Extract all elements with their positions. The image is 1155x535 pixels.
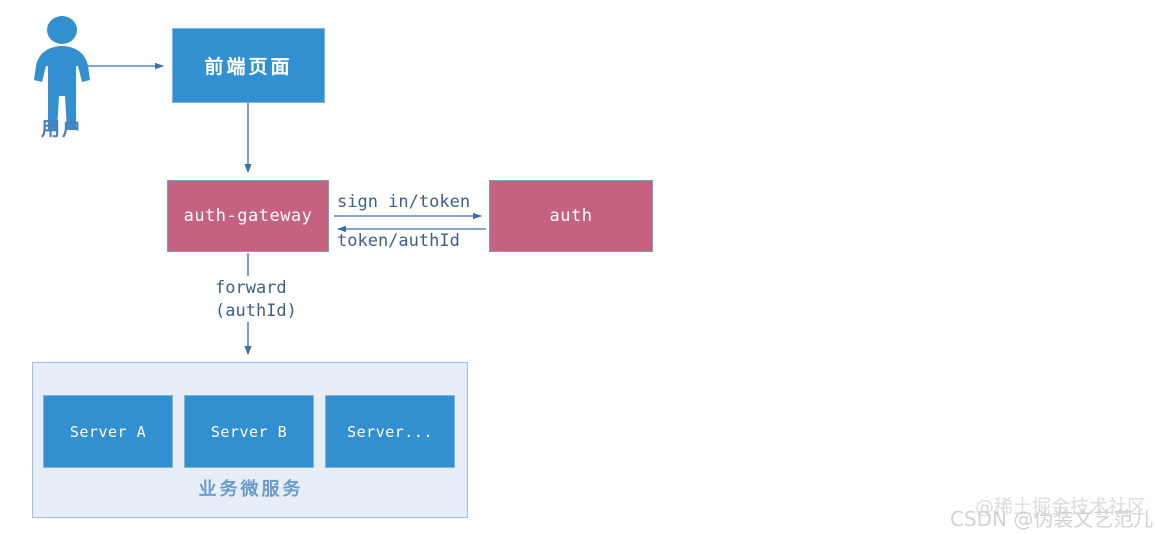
node-frontend-page-label: 前端页面 [204,56,293,78]
edge-label-token-authid: token/authId [337,231,460,251]
user-person-icon [26,14,98,134]
user-caption-label: 用户 [40,118,83,140]
watermark-csdn: CSDN @伪装文艺范儿 [950,507,1154,531]
edge-label-forward: forward [215,278,287,298]
node-auth-gateway[interactable]: auth-gateway [167,180,329,252]
watermark-juejin: @稀土掘金技术社区 [975,496,1147,518]
node-server-b[interactable]: Server B [184,395,314,468]
node-server-a-label: Server A [69,422,147,441]
node-auth-label: auth [549,206,593,226]
edge-label-sign-in-token: sign in/token [337,192,471,212]
node-auth[interactable]: auth [489,180,653,252]
node-frontend-page[interactable]: 前端页面 [172,28,325,103]
node-server-more-label: Server... [347,422,433,441]
node-server-a[interactable]: Server A [43,395,173,468]
node-server-more[interactable]: Server... [325,395,455,468]
edge-label-forward-authid: (authId) [215,301,297,321]
node-auth-gateway-label: auth-gateway [183,206,313,226]
microservice-group: Server A Server B Server... 业务微服务 [32,362,468,518]
node-server-b-label: Server B [210,422,288,441]
microservice-group-caption: 业务微服务 [198,479,304,500]
